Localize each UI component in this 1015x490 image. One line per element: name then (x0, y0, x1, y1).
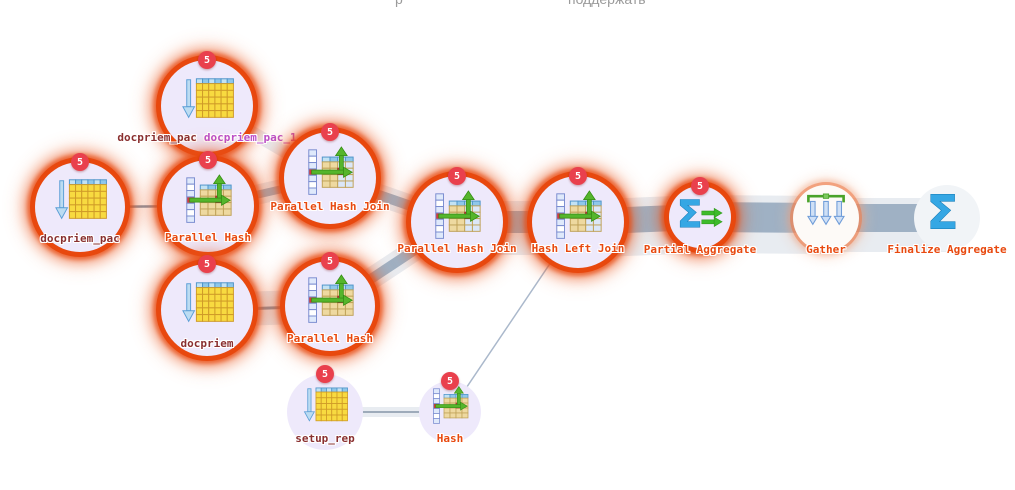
loops-badge: 5 (199, 151, 217, 169)
loops-badge: 5 (316, 365, 334, 383)
loops-badge: 5 (71, 153, 89, 171)
plan-node-dpp[interactable]: 5 docpriem_pac (35, 153, 125, 252)
seq-scan-icon (180, 73, 234, 127)
seq-scan-icon (53, 174, 107, 228)
loops-badge: 5 (569, 167, 587, 185)
node-label-main: setup_rep (295, 432, 355, 445)
loops-badge: 5 (198, 255, 216, 273)
gather-icon (804, 190, 848, 234)
loops-badge: 5 (321, 123, 339, 141)
svg-text:Σ: Σ (677, 193, 702, 234)
node-label-main: docpriem (180, 337, 234, 350)
plan-node-gather[interactable]: Gather (793, 185, 859, 256)
node-label: Hash Left Join (532, 242, 625, 255)
hash-icon (429, 385, 471, 427)
plan-node-hash[interactable]: 5 Hash (419, 372, 481, 445)
plan-node-fagg[interactable]: Σ Finalize Aggregate (887, 185, 1007, 256)
hash-icon (303, 273, 357, 327)
plan-node-phj2[interactable]: 5 Parallel Hash Join (397, 167, 517, 268)
hash-join-icon (303, 145, 357, 199)
partial-aggregate-icon: Σ (677, 188, 723, 236)
hash-join-icon (551, 189, 605, 243)
loops-badge: 5 (441, 372, 459, 390)
seq-scan-icon (180, 277, 234, 331)
seq-scan-icon (302, 383, 348, 429)
hash-icon (181, 173, 235, 227)
plan-node-pagg[interactable]: Σ 5 Partial Aggregate (644, 177, 756, 256)
aggregate-icon: Σ (923, 185, 971, 240)
svg-text:Σ: Σ (927, 188, 959, 236)
loops-badge: 5 (691, 177, 709, 195)
plan-node-ph2[interactable]: 5 Parallel Hash (285, 252, 375, 351)
node-label: setup_rep (295, 432, 355, 445)
node-label: docpriem (181, 337, 234, 350)
hash-join-icon (430, 189, 484, 243)
plan-node-srep[interactable]: 5 setup_rep (287, 365, 363, 450)
plan-node-dp[interactable]: 5 docpriem (161, 255, 253, 356)
plan-node-hlj[interactable]: 5 Hash Left Join (532, 167, 625, 268)
loops-badge: 5 (448, 167, 466, 185)
support-link[interactable]: поддержать (568, 0, 646, 7)
plan-node-phj1[interactable]: 5 Parallel Hash Join (270, 123, 390, 224)
header-clipped-text[interactable]: р (395, 0, 403, 7)
node-label-main: Hash Left Join (531, 242, 625, 255)
loops-badge: 5 (321, 252, 339, 270)
plan-node-ph1[interactable]: 5 Parallel Hash (162, 151, 254, 252)
loops-badge: 5 (198, 51, 216, 69)
